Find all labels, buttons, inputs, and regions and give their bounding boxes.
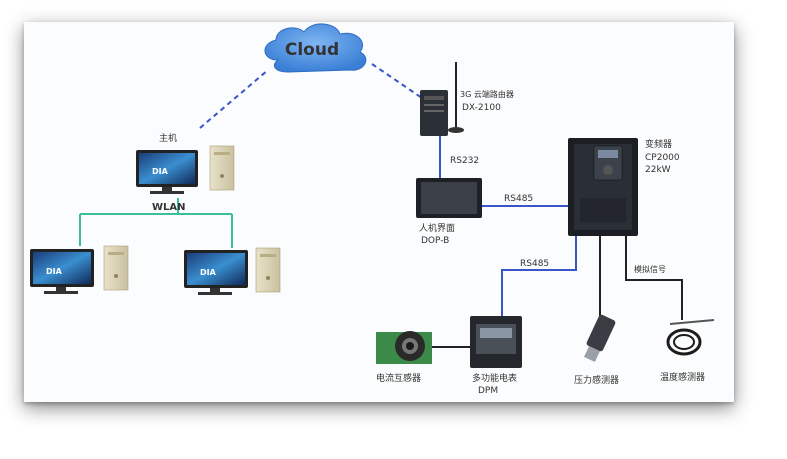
temperature-cable (625, 236, 683, 320)
client-right-screen-text: DIA (200, 268, 217, 277)
rs485-top-label: RS485 (504, 194, 533, 204)
client-computer-right-icon: DIA (184, 247, 281, 295)
router-cloud-link (371, 63, 423, 99)
rs232-label: RS232 (450, 156, 479, 166)
router-icon (420, 62, 464, 136)
cloud-label: Cloud (285, 40, 339, 60)
hmi-name: 人机界面 (419, 222, 455, 234)
dpm-name: 多功能电表 (472, 372, 517, 384)
client-computer-left-icon: DIA (30, 245, 129, 294)
cloud-icon (264, 23, 367, 73)
vfd-icon (568, 138, 638, 236)
router-model: DX-2100 (462, 103, 501, 113)
temperature-label: 温度感测器 (660, 371, 705, 383)
router-name: 3G 云端路由器 (460, 89, 514, 99)
host-computer-icon: DIA (136, 145, 235, 194)
dpm-model: DPM (478, 386, 498, 396)
vfd-name: 变频器 (645, 138, 672, 150)
analog-label: 模拟信号 (634, 264, 666, 274)
hmi-model: DOP-B (421, 236, 449, 246)
client-left-screen-text: DIA (46, 267, 63, 276)
rs485-bottom-label: RS485 (520, 259, 549, 269)
host-screen-text: DIA (152, 167, 169, 176)
host-label: 主机 (159, 132, 177, 144)
vfd-model: CP2000 (645, 153, 680, 163)
hmi-icon (416, 178, 482, 218)
vfd-power: 22kW (645, 165, 671, 175)
host-cloud-link (199, 69, 269, 129)
rs485-vfd-dpm-link (501, 236, 577, 316)
pressure-sensor-icon (584, 314, 616, 362)
temperature-sensor-icon (666, 319, 715, 356)
current-transformer-icon (376, 331, 432, 364)
power-meter-icon (470, 316, 522, 368)
pressure-label: 压力感测器 (574, 374, 619, 386)
wlan-label: WLAN (152, 202, 186, 213)
ct-label: 电流互感器 (376, 372, 421, 384)
